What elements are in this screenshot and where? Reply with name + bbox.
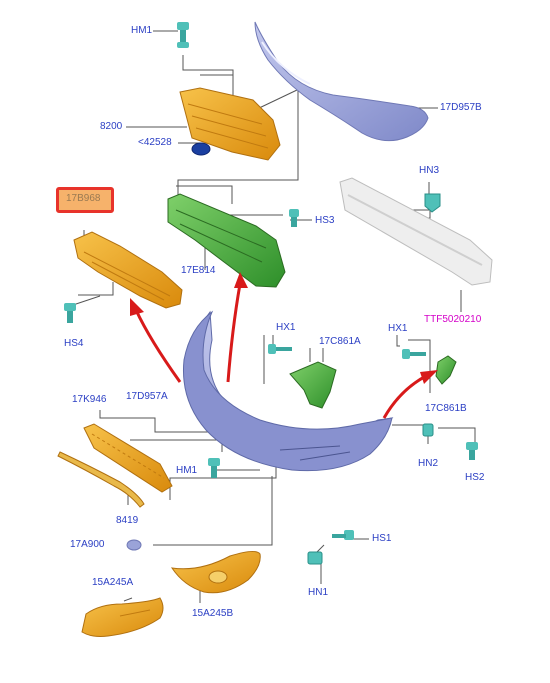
label-hn3[interactable]: HN3 — [419, 165, 440, 176]
right-fog-bezel — [170, 550, 261, 594]
arrow-heads — [130, 272, 438, 384]
hs1-clip-icon — [332, 530, 354, 540]
hs4-clip-icon — [64, 303, 76, 323]
lower-spoiler — [73, 231, 183, 309]
green-reinforcement — [167, 193, 286, 288]
label-17e814[interactable]: 17E814 — [181, 265, 216, 276]
lower-bumper-cover — [182, 310, 394, 472]
label-17b968-highlighted[interactable]: 17B968 — [56, 187, 114, 213]
label-8419[interactable]: 8419 — [116, 515, 139, 526]
label-17d957a[interactable]: 17D957A — [126, 391, 168, 402]
label-17k946[interactable]: 17K946 — [72, 394, 107, 405]
label-hm1-top[interactable]: HM1 — [131, 25, 153, 36]
label-15a245b[interactable]: 15A245B — [192, 608, 234, 619]
label-17c861b[interactable]: 17C861B — [425, 403, 467, 414]
label-8200[interactable]: 8200 — [100, 121, 123, 132]
label-hx1-left[interactable]: HX1 — [276, 322, 296, 333]
hs3-clip-icon — [289, 209, 299, 227]
hn1-nut-icon — [307, 551, 323, 565]
right-bumper-bracket — [435, 355, 457, 385]
label-hs3[interactable]: HS3 — [315, 215, 335, 226]
label-hs1[interactable]: HS1 — [372, 533, 392, 544]
label-42528[interactable]: <42528 — [138, 137, 172, 148]
grille-assembly — [179, 87, 281, 161]
label-hs2[interactable]: HS2 — [465, 472, 485, 483]
assembly-arrows — [134, 283, 427, 419]
label-17a900[interactable]: 17A900 — [70, 539, 105, 550]
label-ttf5020210[interactable]: TTF5020210 — [424, 314, 482, 325]
tow-hook-cover-icon — [126, 539, 142, 551]
hm1-top-clip-icon — [177, 22, 189, 48]
label-hm1-bottom[interactable]: HM1 — [176, 465, 198, 476]
hx1-right-stud-icon — [402, 349, 426, 359]
lower-trim-strip — [57, 451, 145, 508]
hn2-nut-icon — [422, 423, 434, 437]
label-hx1-right[interactable]: HX1 — [388, 323, 408, 334]
label-hn1[interactable]: HN1 — [308, 587, 329, 598]
hm1-bottom-clip-icon — [208, 458, 220, 478]
ford-oval-emblem-icon — [191, 142, 211, 156]
label-hs4[interactable]: HS4 — [64, 338, 84, 349]
left-fog-bezel — [81, 597, 164, 637]
lower-grille-strip — [83, 423, 173, 493]
hs2-clip-icon — [466, 442, 478, 460]
hn3-bracket-icon — [424, 193, 441, 213]
label-hn2[interactable]: HN2 — [418, 458, 439, 469]
label-17d957b[interactable]: 17D957B — [440, 102, 482, 113]
left-bumper-bracket — [289, 361, 337, 409]
hx1-left-stud-icon — [268, 344, 292, 354]
bumper-beam — [339, 177, 493, 286]
upper-bumper-cover — [254, 21, 429, 142]
label-17c861a[interactable]: 17C861A — [319, 336, 361, 347]
label-15a245a[interactable]: 15A245A — [92, 577, 134, 588]
